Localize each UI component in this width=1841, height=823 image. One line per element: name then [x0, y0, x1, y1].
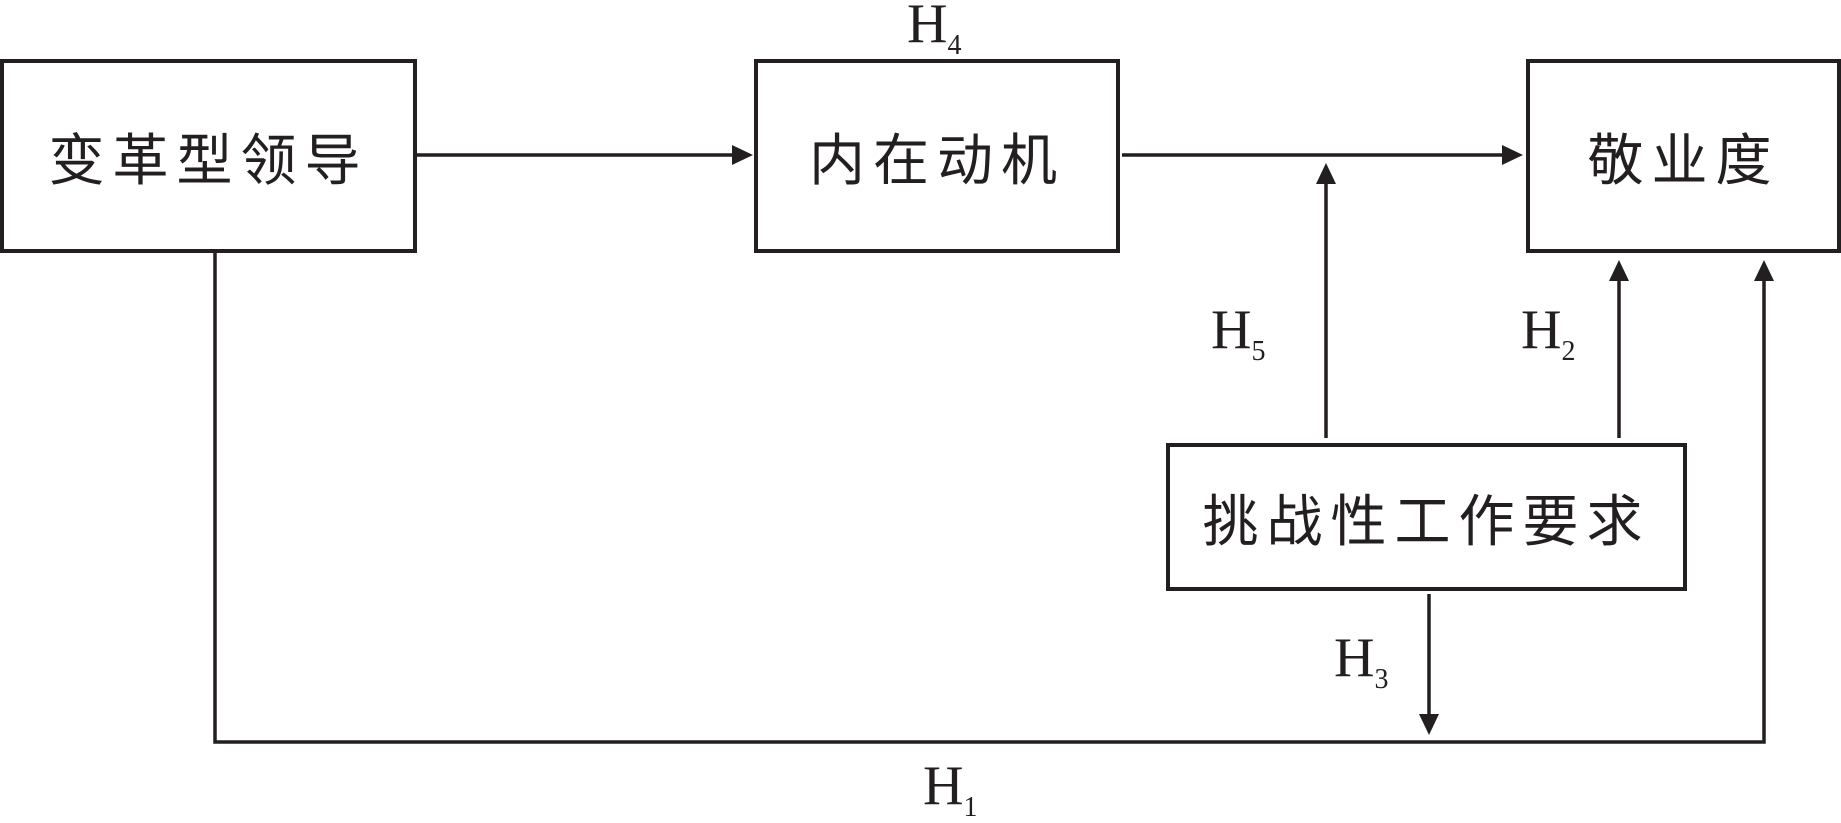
- hypothesis-label-h4: H4: [907, 0, 961, 60]
- arrowhead-motivation-to-engagement: [1502, 145, 1523, 165]
- node-engagement: 敬业度: [1526, 59, 1841, 253]
- hypothesis-label-h3: H3: [1334, 627, 1388, 694]
- node-label: 变革型领导: [48, 128, 369, 194]
- node-transformational-leadership: 变革型领导: [0, 59, 417, 253]
- arrowhead-h5-moderation: [1316, 163, 1336, 184]
- hypothesis-label-h2: H2: [1521, 299, 1575, 366]
- node-challenge-demands: 挑战性工作要求: [1166, 443, 1687, 591]
- hypothesis-label-h5: H5: [1211, 299, 1265, 366]
- arrowhead-h1-leadership-to-engagement: [1754, 260, 1774, 281]
- hypothesis-h5-sub: 5: [1251, 336, 1266, 367]
- node-label: 挑战性工作要求: [1202, 489, 1651, 555]
- hypothesis-h4-main: H: [907, 0, 948, 55]
- hypothesis-h1-main: H: [923, 755, 964, 817]
- node-intrinsic-motivation: 内在动机: [754, 59, 1120, 253]
- arrow-h1-leadership-to-engagement: [213, 251, 1766, 744]
- node-label: 敬业度: [1587, 128, 1780, 194]
- hypothesis-h5-main: H: [1211, 299, 1252, 361]
- hypothesis-h3-main: H: [1334, 627, 1375, 689]
- hypothesis-h2-main: H: [1521, 299, 1562, 361]
- hypothesis-h3-sub: 3: [1374, 664, 1389, 695]
- arrowhead-h2-challenge-to-engagement: [1609, 260, 1629, 281]
- hypothesis-h1-sub: 1: [963, 792, 978, 823]
- hypothesis-label-h1: H1: [923, 755, 977, 822]
- hypothesis-h2-sub: 2: [1561, 336, 1576, 367]
- node-label: 内在动机: [809, 128, 1065, 194]
- hypothesis-h4-sub: 4: [947, 30, 962, 61]
- arrowhead-h3-moderation: [1419, 714, 1439, 735]
- arrowhead-leadership-to-motivation: [732, 145, 753, 165]
